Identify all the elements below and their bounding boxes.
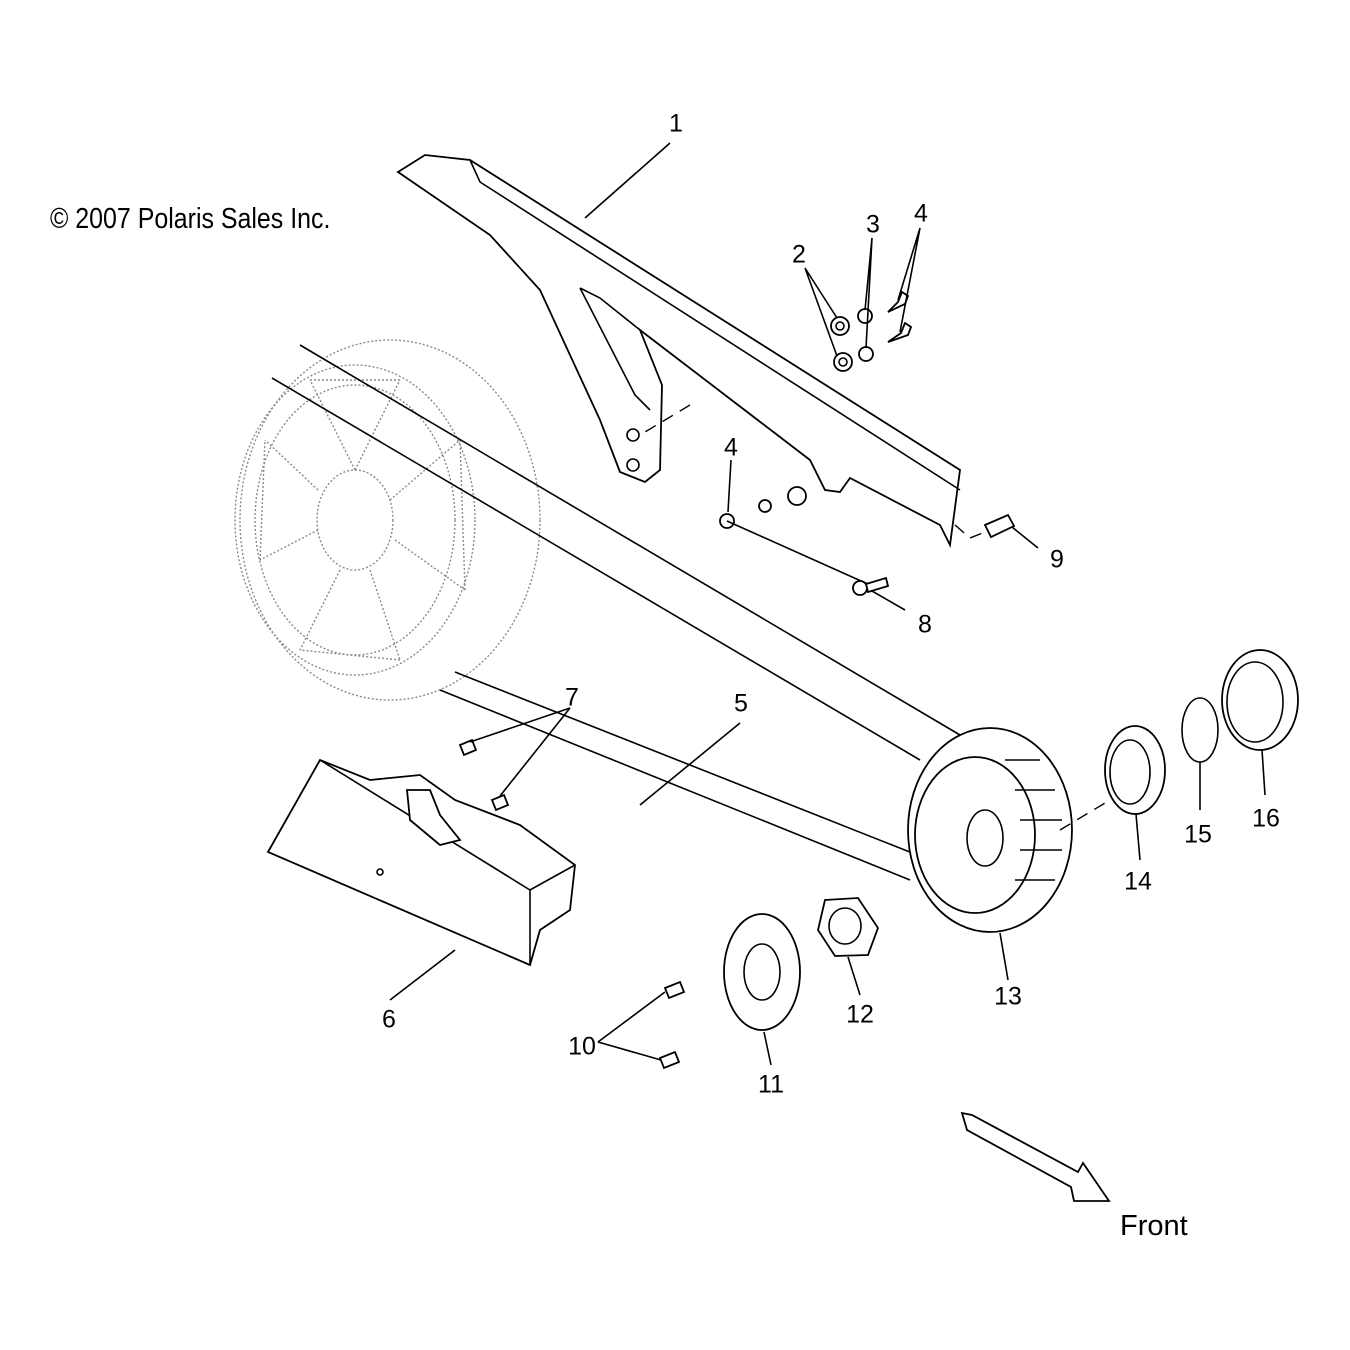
callout-13: 13 — [994, 982, 1022, 1011]
callout-5: 5 — [734, 689, 748, 718]
callout-14: 14 — [1124, 867, 1152, 896]
front-belt-guard — [266, 738, 576, 967]
lower-fasteners — [719, 486, 1016, 596]
lock-plate-and-nut — [658, 897, 880, 1070]
callout-9: 9 — [1050, 545, 1064, 574]
callout-3: 3 — [866, 210, 880, 239]
callout-11: 11 — [758, 1070, 784, 1099]
callout-2: 2 — [792, 240, 806, 269]
callout-1: 1 — [669, 109, 683, 138]
rear-wheel-pulley — [234, 339, 541, 701]
leader-lines — [389, 142, 1266, 1066]
callout-6: 6 — [382, 1005, 396, 1034]
callout-8: 8 — [918, 610, 932, 639]
washer-set — [830, 290, 913, 372]
callout-4-upper: 4 — [914, 199, 928, 228]
drive-belt — [271, 344, 961, 881]
callout-10: 10 — [568, 1032, 596, 1061]
arrow-right-down-icon — [960, 1111, 1111, 1202]
belt-guard — [396, 154, 961, 549]
copyright-notice: © 2007 Polaris Sales Inc. — [50, 203, 331, 235]
callout-7: 7 — [565, 683, 579, 712]
callout-4-lower: 4 — [724, 433, 738, 462]
callout-12: 12 — [846, 1000, 874, 1029]
spacer-oring-seal — [1059, 649, 1299, 831]
front-sprocket — [907, 727, 1073, 933]
callout-16: 16 — [1252, 804, 1280, 833]
front-direction-label: Front — [1120, 1210, 1188, 1242]
callout-15: 15 — [1184, 820, 1212, 849]
